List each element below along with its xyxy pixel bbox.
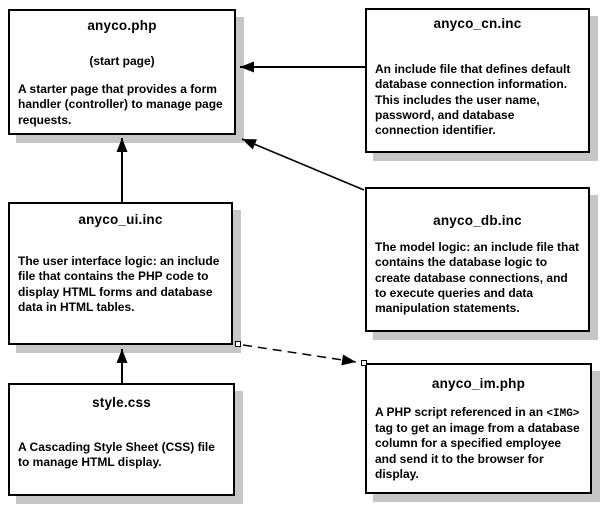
node-anyco-im-php-description: A PHP script referenced in an <IMG> tag …	[367, 405, 590, 483]
node-anyco-im-php: anyco_im.php A PHP script referenced in …	[365, 363, 592, 494]
node-anyco-cn-inc-title: anyco_cn.inc	[433, 16, 522, 31]
arrow-ui-to-im-dashed	[242, 344, 357, 366]
node-style-css-description: A Cascading Style Sheet (CSS) file to ma…	[18, 440, 215, 470]
node-anyco-ui-inc-description: The user interface logic: an include fil…	[18, 254, 220, 315]
node-anyco-ui-inc-title: anyco_ui.inc	[78, 212, 163, 227]
node-anyco-im-php-title: anyco_im.php	[431, 376, 526, 391]
node-anyco-db-inc-description: The model logic: an include file that co…	[375, 240, 580, 316]
node-anyco-db-inc-title: anyco_db.inc	[433, 213, 522, 228]
node-anyco-php: anyco.php (start page) A starter page th…	[8, 9, 236, 135]
node-anyco-cn-inc: anyco_cn.inc An include file that define…	[365, 8, 590, 153]
node-anyco-php-subtitle: (start page)	[89, 54, 155, 68]
node-anyco-cn-inc-description: An include file that defines default dat…	[375, 62, 571, 138]
description-text: tag to get an image from a database colu…	[375, 421, 580, 482]
description-text: A PHP script referenced in an	[375, 405, 547, 419]
img-tag-code-text: <IMG>	[546, 408, 580, 420]
node-anyco-ui-inc: anyco_ui.inc The user interface logic: a…	[8, 202, 233, 345]
node-style-css-title: style.css	[92, 395, 151, 410]
connector-endpoint-square	[235, 341, 241, 347]
arrow-db-to-php	[241, 138, 365, 191]
node-anyco-db-inc: anyco_db.inc The model logic: an include…	[365, 187, 590, 332]
node-anyco-php-title: anyco.php	[87, 18, 157, 33]
node-anyco-php-description: A starter page that provides a form hand…	[18, 82, 223, 127]
node-style-css: style.css A Cascading Style Sheet (CSS) …	[8, 383, 235, 496]
